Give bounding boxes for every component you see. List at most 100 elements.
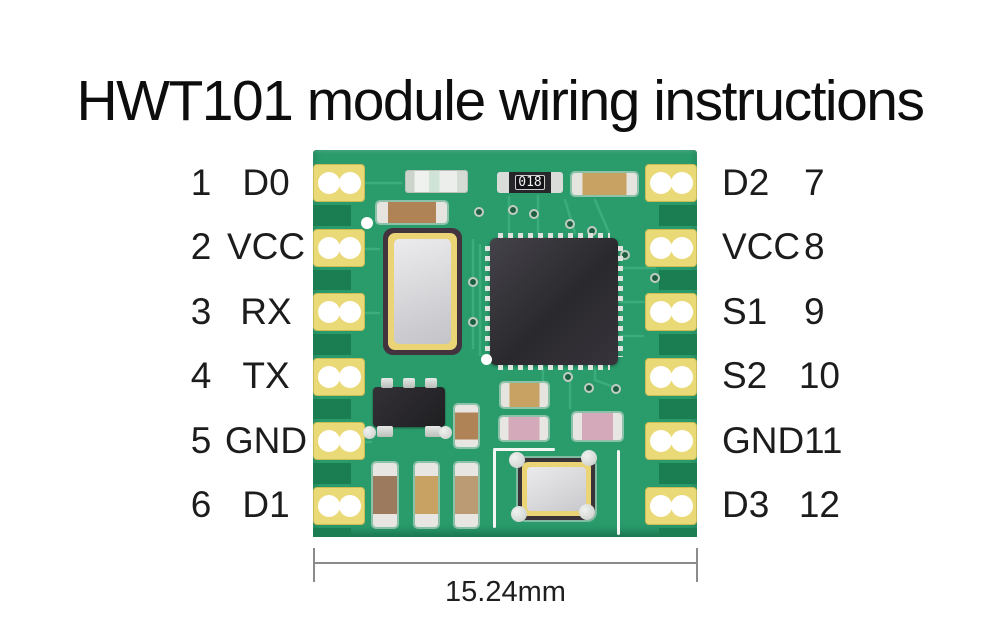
pin-row-right-8: VCC 8 xyxy=(722,226,840,268)
pin-label: TX xyxy=(242,355,290,396)
dimension-label-wrap: 15.24mm xyxy=(313,576,698,609)
pad-hole xyxy=(339,430,361,452)
pcb-edge-strip xyxy=(313,399,351,419)
transistor-leg xyxy=(403,378,415,388)
pin-label: GND xyxy=(224,420,308,461)
ic-pin1-dot xyxy=(481,354,492,365)
pcb-edge-strip xyxy=(313,463,351,484)
pin-label: D3 xyxy=(722,484,770,525)
smd-capacitor xyxy=(501,383,548,407)
pin-number: 8 xyxy=(804,226,825,267)
pad-hole xyxy=(671,237,693,259)
transistor-leg xyxy=(425,426,441,437)
dimension-tick-right xyxy=(696,548,698,582)
solder-blob xyxy=(509,452,525,468)
pin-label: VCC xyxy=(226,226,306,267)
pad-hole xyxy=(339,301,361,323)
solder-blob xyxy=(581,450,597,466)
pad-pin-8 xyxy=(645,229,697,267)
pad-hole xyxy=(671,430,693,452)
pcb-edge-strip xyxy=(659,205,697,226)
pad-pin-3 xyxy=(313,293,365,331)
pad-hole xyxy=(339,172,361,194)
pin-label: GND xyxy=(722,420,805,461)
smd-capacitor xyxy=(377,202,447,223)
pad-hole xyxy=(650,237,672,259)
solder-blob xyxy=(439,426,452,439)
crystal-metal-face xyxy=(394,239,451,344)
pad-pin-12 xyxy=(645,487,697,525)
pin-label: S1 xyxy=(722,291,768,332)
pin-label: D0 xyxy=(242,162,290,203)
smd-resistor-018: 018 xyxy=(497,172,563,193)
pcb-edge-strip xyxy=(659,270,697,290)
pcb-edge-strip xyxy=(659,399,697,419)
smd-capacitor xyxy=(500,417,548,440)
pad-pin-2 xyxy=(313,229,365,267)
crystal-oscillator xyxy=(383,228,462,355)
pin-row-right-9: S1 9 xyxy=(722,291,840,333)
pcb-edge-strip xyxy=(313,270,351,290)
resistor-marking: 018 xyxy=(515,175,545,190)
pad-hole xyxy=(318,172,340,194)
dimension-line xyxy=(313,562,698,564)
ic-pins-left xyxy=(485,246,490,357)
pad-pin-1 xyxy=(313,164,365,202)
pcb-edge-strip xyxy=(313,205,351,226)
pin-number: 12 xyxy=(798,484,840,525)
main-ic-chip xyxy=(485,233,623,370)
pad-pin-6 xyxy=(313,487,365,525)
pin-number: 5 xyxy=(190,420,212,461)
pad-hole xyxy=(650,172,672,194)
small-crystal-gold-ring xyxy=(522,462,591,516)
small-crystal-metal-face xyxy=(527,467,586,511)
pcb-traces xyxy=(363,181,660,444)
silkscreen-line xyxy=(493,448,555,451)
pin-number: 3 xyxy=(190,291,212,332)
pin-row-right-12: D3 12 xyxy=(722,484,840,526)
pad-hole xyxy=(671,172,693,194)
pin-row-right-7: D2 7 xyxy=(722,162,840,204)
pad-pin-4 xyxy=(313,358,365,396)
ic-pins-top xyxy=(498,233,610,238)
pin-row-left-2: 2 VCC xyxy=(178,226,308,268)
pin-row-left-5: 5 GND xyxy=(178,420,308,462)
pad-hole xyxy=(339,366,361,388)
crystal-gold-ring xyxy=(388,233,457,350)
pad-hole xyxy=(650,301,672,323)
smd-capacitor xyxy=(573,413,622,440)
pad-hole xyxy=(671,366,693,388)
pin-number: 10 xyxy=(798,355,840,396)
solder-blob xyxy=(363,426,376,439)
pin-label: S2 xyxy=(722,355,768,396)
silkscreen-dot xyxy=(361,217,373,229)
pad-pin-7 xyxy=(645,164,697,202)
solder-blob xyxy=(511,506,527,522)
pin-number: 6 xyxy=(190,484,212,525)
pcb-edge-strip xyxy=(659,334,697,355)
pad-hole xyxy=(318,495,340,517)
pin-label: RX xyxy=(240,291,292,332)
pin-row-left-1: 1 D0 xyxy=(178,162,308,204)
dimension-label: 15.24mm xyxy=(445,576,566,608)
pad-pin-9 xyxy=(645,293,697,331)
pin-label: VCC xyxy=(722,226,801,267)
pin-row-left-4: 4 TX xyxy=(178,355,308,397)
smd-capacitor xyxy=(455,463,478,527)
pin-row-left-3: 3 RX xyxy=(178,291,308,333)
pin-number: 7 xyxy=(804,162,825,203)
smd-led xyxy=(405,170,468,193)
pad-hole xyxy=(650,430,672,452)
smd-capacitor xyxy=(415,463,438,527)
pad-hole xyxy=(650,366,672,388)
pin-label: D2 xyxy=(722,162,770,203)
pad-pin-11 xyxy=(645,422,697,460)
pcb-edge-strip xyxy=(313,528,351,537)
pin-number: 1 xyxy=(190,162,212,203)
pin-number: 11 xyxy=(804,420,843,461)
pin-number: 4 xyxy=(190,355,212,396)
transistor-leg xyxy=(381,378,393,388)
pad-hole xyxy=(318,301,340,323)
pcb-edge-strip xyxy=(313,334,351,355)
pad-hole xyxy=(339,495,361,517)
